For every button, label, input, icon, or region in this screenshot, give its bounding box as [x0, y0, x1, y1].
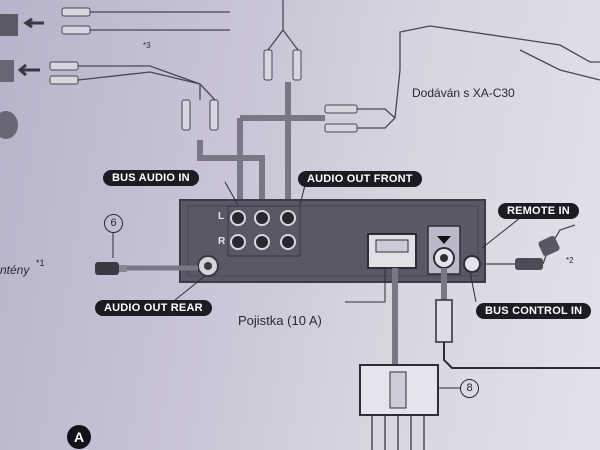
figure-a-badge: A: [67, 425, 91, 449]
audio-out-rear-label: AUDIO OUT REAR: [95, 300, 212, 316]
arrow-left-icon: [23, 17, 44, 29]
note-3: *3: [143, 41, 151, 50]
mini-jack-icon: [515, 224, 576, 270]
rca-plug-icon: [61, 7, 91, 35]
bus-plug-icon: [435, 299, 453, 343]
rca-plug-icon: [263, 49, 302, 81]
rca-jack-icon: [230, 210, 296, 250]
bus-control-in-label: BUS CONTROL IN: [476, 303, 592, 319]
bus-audio-in-label: BUS AUDIO IN: [103, 170, 199, 186]
channel-left-label: L: [218, 211, 225, 222]
remote-in-label: REMOTE IN: [498, 203, 579, 219]
fuse-label: Pojistka (10 A): [238, 313, 322, 328]
component-mid-left-icon: [0, 60, 14, 82]
audio-out-front-label: AUDIO OUT FRONT: [298, 171, 422, 187]
rca-plug-icon: [324, 104, 358, 133]
channel-right-label: R: [218, 236, 226, 247]
supplied-with-label: Dodáván s XA-C30: [412, 86, 515, 100]
component-top-left-icon: [0, 14, 18, 36]
arrow-left-icon: [17, 63, 40, 77]
antenna-note: *1: [36, 258, 45, 268]
rca-plug-icon: [49, 61, 79, 85]
speaker-icon: [0, 111, 18, 139]
note-2: *2: [566, 256, 574, 265]
remote-in-jack-icon: [463, 255, 481, 273]
callout-8: 8: [460, 379, 479, 398]
antenna-label: ntény: [0, 263, 30, 277]
antenna-plug-icon: [95, 262, 127, 275]
rca-plug-icon: [181, 99, 219, 131]
callout-6: 6: [104, 214, 123, 233]
